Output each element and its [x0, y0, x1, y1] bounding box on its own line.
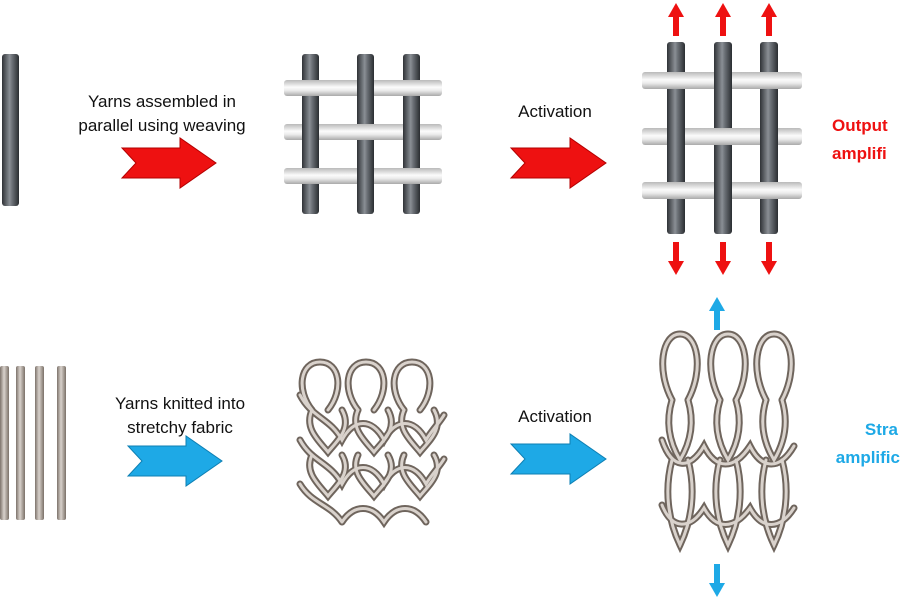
force-arrows-up: [668, 3, 777, 36]
process-arrow-bottom-1: [126, 435, 223, 487]
process-arrow-top-2: [509, 137, 607, 189]
force-arrows-down: [668, 242, 777, 275]
woven-mesh: [284, 54, 442, 214]
knitted-fabric: [296, 358, 448, 529]
weaving-caption: Yarns assembled in parallel using weavin…: [78, 92, 246, 135]
woven-mesh-activated: [642, 42, 802, 234]
output-amplification-label: Output amplifi: [832, 116, 888, 163]
knitting-caption: Yarns knitted into stretchy fabric: [114, 394, 246, 437]
process-arrow-top-1: [120, 137, 217, 189]
single-yarn: [2, 54, 19, 206]
strain-arrow-up: [709, 297, 725, 330]
strain-amplification-label: Stra amplific: [835, 420, 900, 467]
parallel-yarns: [0, 366, 66, 520]
process-arrow-bottom-2: [509, 433, 607, 485]
knitted-fabric-stretched: [658, 330, 798, 554]
activation-caption-top: Activation: [518, 102, 592, 121]
activation-caption-bottom: Activation: [518, 407, 592, 426]
strain-arrow-down: [709, 564, 725, 597]
